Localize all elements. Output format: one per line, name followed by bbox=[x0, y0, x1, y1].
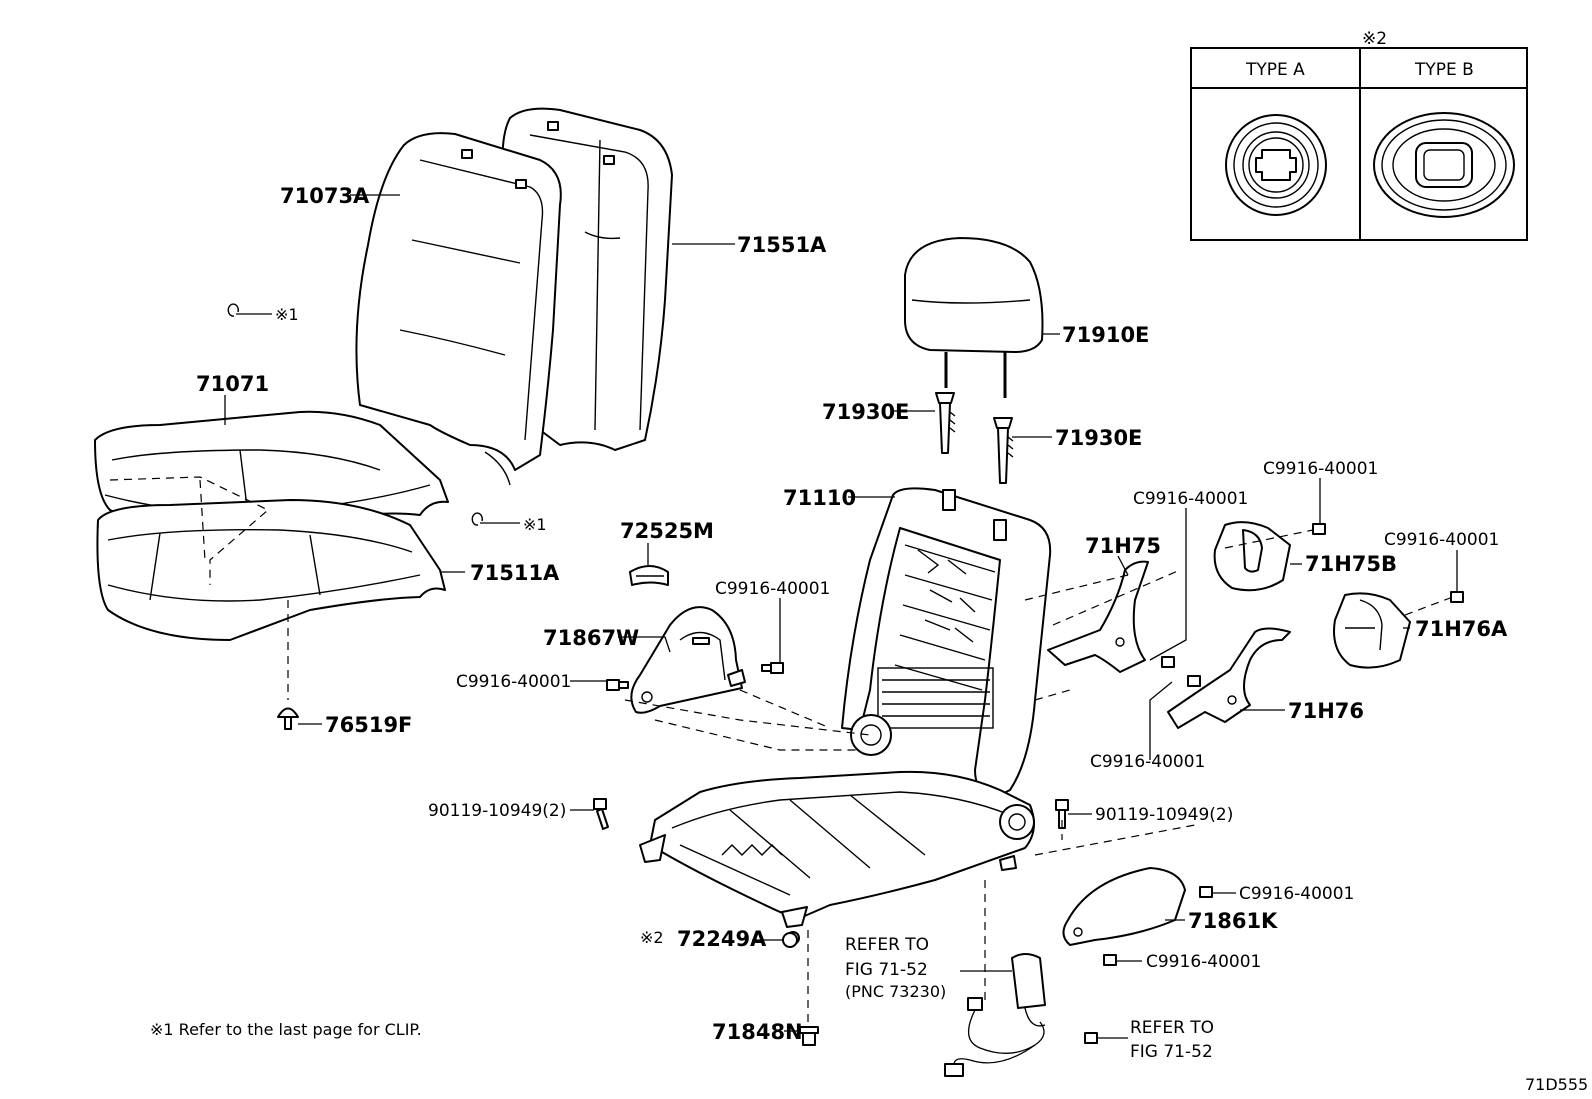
label-c9916-f: C9916-40001 bbox=[1090, 752, 1205, 772]
label-c9916-g: C9916-40001 bbox=[1239, 884, 1354, 904]
screw-c9916-a-icon bbox=[606, 679, 629, 691]
hinge-cover-71867W-icon bbox=[630, 606, 746, 714]
leader-lines bbox=[224, 194, 1458, 1039]
clip-72525M-icon bbox=[629, 565, 669, 586]
label-71551A: 71551A bbox=[737, 233, 827, 257]
label-c9916-c: C9916-40001 bbox=[1133, 489, 1248, 509]
type-b-label: TYPE B bbox=[1414, 60, 1474, 80]
recliner-cover-71H76-icon bbox=[1167, 627, 1291, 729]
type-box-mark: ※2 bbox=[1362, 29, 1387, 49]
seat-frame-71110-icon bbox=[639, 487, 1052, 945]
label-71110: 71110 bbox=[783, 486, 856, 510]
label-c9916-e: C9916-40001 bbox=[1384, 530, 1499, 550]
footnote-clip: ※1 Refer to the last page for CLIP. bbox=[150, 1020, 422, 1039]
refer-wire-line-2: FIG 71-52 bbox=[1130, 1042, 1213, 1062]
label-71867W: 71867W bbox=[543, 626, 639, 650]
screw-c9916-b-icon bbox=[761, 662, 784, 674]
label-71H75: 71H75 bbox=[1085, 534, 1161, 558]
type-inset-box: ※2 TYPE A TYPE B bbox=[1190, 29, 1528, 241]
label-76519F: 76519F bbox=[325, 713, 412, 737]
bolt-90119-left-icon bbox=[593, 798, 609, 830]
cover-71861K-icon bbox=[1062, 867, 1213, 966]
label-c9916-a: C9916-40001 bbox=[715, 579, 830, 599]
label-71848N: 71848N bbox=[712, 1020, 803, 1044]
label-71930E-a: 71930E bbox=[822, 400, 909, 424]
label-71511A: 71511A bbox=[470, 561, 560, 585]
refer-belt-line-2: FIG 71-52 bbox=[845, 960, 928, 980]
headrest-support-71930E-a-icon bbox=[935, 392, 956, 454]
bolt-90119-right-icon bbox=[1055, 799, 1069, 829]
headrest-71910E-icon bbox=[904, 237, 1044, 398]
label-c9916-b: C9916-40001 bbox=[456, 672, 571, 692]
recliner-cover-71H76A-icon bbox=[1333, 592, 1411, 669]
label-bolt-90119-right: 90119-10949(2) bbox=[1095, 805, 1233, 825]
label-71H76A: 71H76A bbox=[1415, 617, 1508, 641]
headrest-support-71930E-b-icon bbox=[993, 417, 1014, 484]
recliner-cover-71H75-icon bbox=[1047, 560, 1149, 673]
recliner-cover-71H75B-icon bbox=[1213, 521, 1291, 592]
refer-wire-line-1: REFER TO bbox=[1130, 1018, 1214, 1038]
grommet-type-b-icon bbox=[1373, 112, 1515, 218]
label-note2-mark: ※2 bbox=[640, 928, 664, 947]
label-71930E-b: 71930E bbox=[1055, 426, 1142, 450]
refer-belt-line-3: (PNC 73230) bbox=[845, 982, 946, 1001]
label-c9916-d: C9916-40001 bbox=[1263, 459, 1378, 479]
label-71H75B: 71H75B bbox=[1305, 552, 1397, 576]
label-bolt-90119-left: 90119-10949(2) bbox=[428, 801, 566, 821]
refer-belt-line-1: REFER TO bbox=[845, 935, 929, 955]
grommet-type-a-icon bbox=[1225, 114, 1327, 216]
label-clip-mark-1: ※1 bbox=[275, 305, 299, 324]
label-72525M: 72525M bbox=[620, 519, 714, 543]
label-clip-mark-2: ※1 bbox=[523, 515, 547, 534]
label-71073A: 71073A bbox=[280, 184, 370, 208]
label-71910E: 71910E bbox=[1062, 323, 1149, 347]
type-a-label: TYPE A bbox=[1245, 60, 1305, 80]
clip-76519F-icon bbox=[277, 707, 299, 730]
figure-id: 71D555 bbox=[1525, 1075, 1588, 1094]
label-71H76: 71H76 bbox=[1288, 699, 1364, 723]
part-72249A-icon bbox=[782, 932, 798, 948]
label-71861K: 71861K bbox=[1188, 909, 1278, 933]
hog-ring-icon bbox=[227, 303, 520, 526]
part-71848N-icon bbox=[799, 1026, 819, 1046]
label-71071: 71071 bbox=[196, 372, 269, 396]
label-72249A: 72249A bbox=[677, 927, 767, 951]
label-c9916-h: C9916-40001 bbox=[1146, 952, 1261, 972]
seatbelt-buckle-icon bbox=[944, 953, 1098, 1077]
seatback-cover-71073A-icon bbox=[355, 132, 562, 486]
screw-c9916-right-icons bbox=[1161, 523, 1464, 687]
cushion-pad-71511A-icon bbox=[96, 499, 446, 641]
